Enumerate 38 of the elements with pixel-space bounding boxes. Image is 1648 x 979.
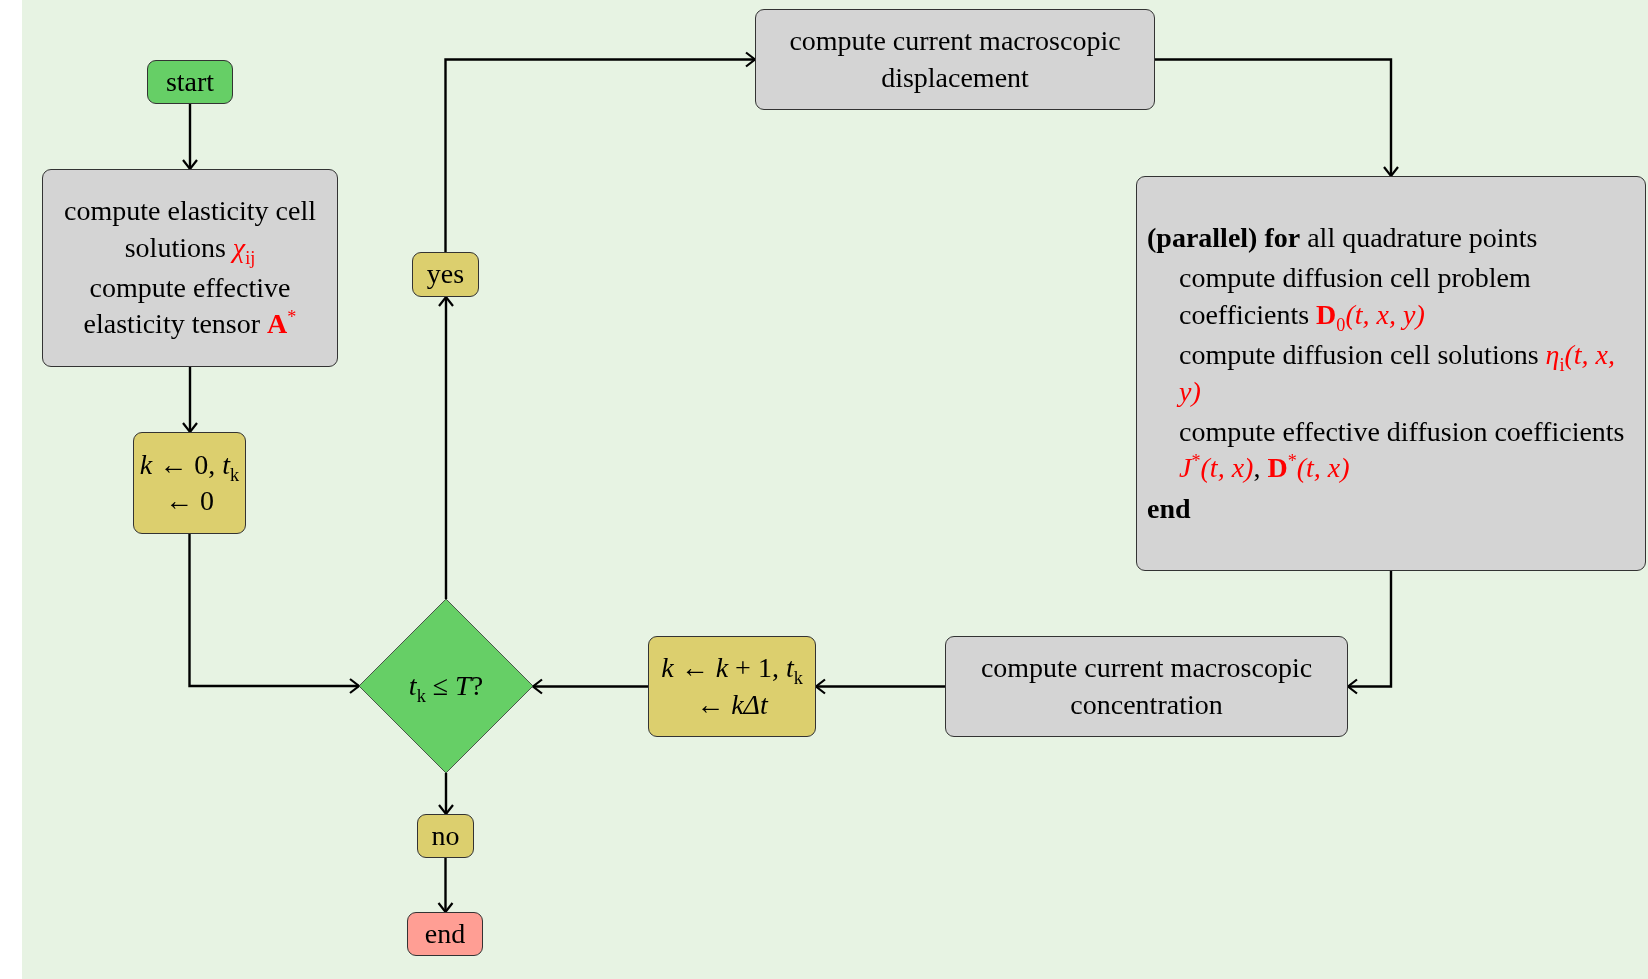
branch-label-box: [412, 252, 479, 297]
node-text: k ← k + 1, t$_{k}$ ← kΔt: [660, 651, 804, 722]
process-box: [755, 9, 1155, 110]
node-text: compute diffusion cell solutions η$_{i}$(t, x, y): [1147, 337, 1634, 410]
node-text: compute diffusion cell problem coefficients D$_{0}$(t, x, y): [1178, 261, 1532, 334]
assignment-box: [648, 636, 816, 737]
node-text: start: [165, 64, 215, 99]
arrow: [814, 678, 945, 695]
arrow: [444, 51, 757, 252]
arrow: [531, 678, 648, 695]
arrow: [1346, 571, 1393, 695]
node-text: compute effective diffusion coefficients J$^{*}$(t, x), D$^{*}$(t, x): [1178, 414, 1626, 486]
branch-label-box: [417, 814, 474, 858]
node-text: k ← 0, t$_{k}$ ← 0: [138, 447, 241, 518]
arrow: [181, 367, 199, 434]
assignment-box: [133, 432, 246, 534]
node-text: compute effective elasticity tensor A$^{*}$: [82, 271, 298, 342]
node-text: (parallel) for all quadrature points: [1147, 220, 1538, 255]
node-text: compute elasticity cell solutions χ$_{ij}$: [63, 194, 317, 266]
loop-box: [1136, 176, 1646, 571]
arrow: [437, 295, 455, 599]
process-box: [42, 169, 338, 367]
node-text: compute current macroscopic concentration: [979, 651, 1314, 722]
arrow: [437, 773, 455, 816]
arrow: [188, 534, 361, 695]
node-text: no: [431, 818, 460, 853]
end-terminal: [407, 912, 483, 956]
arrow: [437, 858, 454, 914]
node-text: t$_{k}$ ≤ T?: [408, 668, 484, 705]
node-text: end: [424, 916, 466, 951]
decision-diamond: [359, 599, 533, 773]
start-terminal: [147, 60, 233, 104]
node-text: end: [1147, 491, 1191, 526]
node-text: compute current macroscopic displacement: [788, 24, 1122, 95]
process-box: [945, 636, 1348, 737]
arrow: [1155, 58, 1400, 178]
node-text: yes: [426, 257, 465, 292]
arrow: [181, 104, 199, 171]
